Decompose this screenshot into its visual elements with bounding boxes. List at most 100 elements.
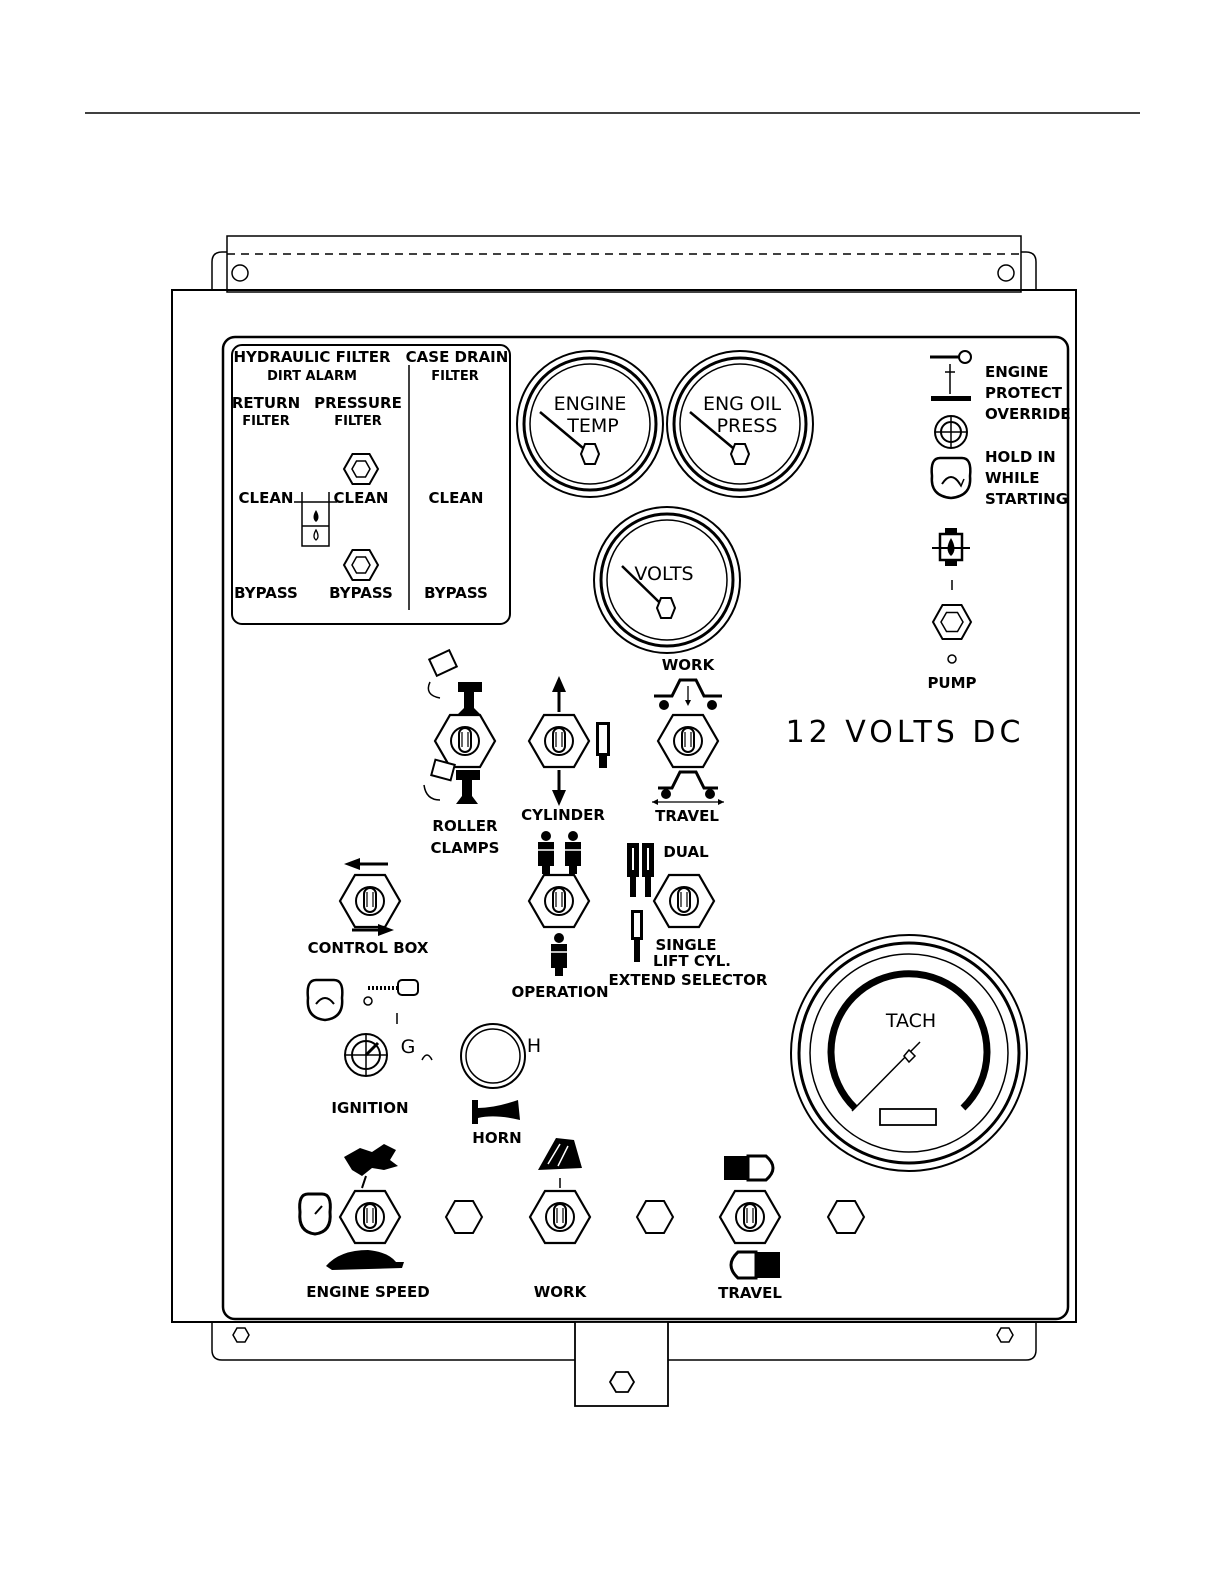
pressure-label: PRESSURE (314, 394, 402, 412)
ignition-switch[interactable] (344, 1033, 388, 1077)
override-button[interactable] (934, 415, 968, 449)
volts-gauge: VOLTS (593, 506, 741, 654)
operation-toggle[interactable] (527, 873, 591, 929)
oil-pressure-gauge: ENG OIL PRESS (666, 350, 814, 498)
clean-label-case: CLEAN (429, 489, 484, 507)
horn-group: H HORN (460, 1023, 541, 1147)
roller-clamp-open-icon (427, 648, 482, 714)
filter-title-right: CASE DRAIN (406, 348, 509, 366)
dual-cylinder-icon (537, 830, 555, 875)
lift-cyl-toggle[interactable] (652, 873, 716, 929)
work-travel-toggle[interactable] (656, 713, 720, 769)
work-light-icon (538, 1138, 582, 1170)
roller-label-1: ROLLER (432, 817, 498, 835)
pressure-bypass-indicator-icon (343, 549, 379, 581)
roller-clamps-group: ROLLER CLAMPS (423, 648, 499, 857)
work-top-label: WORK (662, 656, 716, 674)
control-box-group: CONTROL BOX (308, 858, 429, 957)
horn-h-label: H (527, 1035, 541, 1057)
arrow-right-icon (352, 924, 394, 936)
travel-top-label: TRAVEL (655, 807, 719, 825)
dual-label: DUAL (663, 843, 709, 861)
ign-g-label: G (401, 1036, 416, 1058)
travel-toggle[interactable] (718, 1189, 782, 1245)
cylinder-group: CYLINDER (521, 676, 610, 824)
protect-label-2: PROTECT (985, 384, 1063, 402)
engine-speed-group: ENGINE SPEED (298, 1144, 430, 1301)
engine-temp-gauge: ENGINE TEMP (516, 350, 664, 498)
work-toggle[interactable] (528, 1189, 592, 1245)
oil-pressure-label-1: ENG OIL (703, 393, 782, 415)
engine-speed-toggle[interactable] (338, 1189, 402, 1245)
gauge-dial-icon (298, 1192, 332, 1236)
pressure-sub: FILTER (334, 414, 382, 429)
blank-plug-3 (827, 1200, 865, 1234)
filter-subtitle-left: DIRT ALARM (267, 369, 357, 384)
machine-travel-icon (652, 770, 724, 805)
roller-clamp-closed-icon (423, 758, 480, 804)
pressure-clean-indicator-icon (343, 453, 379, 485)
dual-cylinder-icon-2 (564, 830, 582, 875)
ignition-group: G IGNITION (306, 978, 433, 1117)
pump-icon (932, 528, 970, 566)
engine-temp-label-1: ENGINE (554, 393, 627, 415)
hold-label-1: HOLD IN (985, 448, 1056, 466)
operation-group: OPERATION (511, 830, 609, 1001)
single-label: SINGLE (655, 936, 716, 954)
hydraulic-filter-box: HYDRAULIC FILTER DIRT ALARM CASE DRAIN F… (231, 344, 511, 625)
headlight-reverse-icon (729, 1250, 780, 1280)
dual-lift-icon (627, 843, 654, 897)
horn-icon (472, 1100, 520, 1124)
headlight-forward-icon (724, 1154, 775, 1182)
work-bottom-group: WORK (528, 1138, 592, 1301)
hold-label-3: STARTING (985, 490, 1068, 508)
protect-label-1: ENGINE (985, 363, 1049, 381)
key-icon (930, 350, 972, 401)
engine-protect-override-group: ENGINE PROTECT OVERRIDE HOLD IN WHILE ST… (930, 350, 1071, 508)
operation-label: OPERATION (511, 983, 608, 1001)
control-panel-faceplate (221, 335, 1070, 1321)
filter-element-icon (294, 492, 337, 547)
lift-cyl-group: DUAL SINGLE LIFT CYL. EXTEND SELECTOR (609, 843, 768, 989)
cylinder-label: CYLINDER (521, 806, 605, 824)
engine-speed-label: ENGINE SPEED (306, 1283, 429, 1301)
horn-button[interactable] (460, 1023, 526, 1089)
pump-label: PUMP (927, 674, 976, 692)
arrow-left-icon (344, 858, 388, 870)
roller-clamps-toggle[interactable] (433, 713, 497, 769)
voltage-label: 12 VOLTS DC (786, 715, 1025, 750)
pump-switch[interactable] (931, 604, 973, 640)
pump-group: PUMP (927, 528, 977, 692)
tach-gauge: TACH (790, 934, 1028, 1172)
cylinder-icon (596, 722, 610, 768)
single-lift-icon (631, 910, 643, 962)
top-bracket (211, 235, 1037, 293)
turtle-icon (326, 1250, 404, 1270)
work-travel-group: WORK TRAVEL (652, 656, 724, 825)
start-icon (306, 978, 344, 1022)
bypass-label-return: BYPASS (234, 584, 298, 602)
clean-label-return: CLEAN (239, 489, 294, 507)
volts-label: VOLTS (634, 563, 693, 585)
tach-label: TACH (885, 1010, 936, 1032)
engine-temp-label-2: TEMP (566, 415, 618, 437)
return-label: RETURN (232, 394, 300, 412)
filter-title-left: HYDRAULIC FILTER (233, 348, 390, 366)
start-hold-icon (930, 456, 972, 500)
ignition-label: IGNITION (331, 1099, 408, 1117)
arrow-down-icon (552, 770, 566, 806)
ignition-key-icon (363, 979, 419, 1006)
work-bottom-label: WORK (534, 1283, 588, 1301)
hold-label-2: WHILE (985, 469, 1040, 487)
control-box-label: CONTROL BOX (308, 939, 429, 957)
travel-bottom-label: TRAVEL (718, 1284, 782, 1302)
control-box-toggle[interactable] (338, 873, 402, 929)
cylinder-toggle[interactable] (527, 713, 591, 769)
bottom-bracket (211, 1321, 1037, 1407)
oil-pressure-label-2: PRESS (717, 415, 778, 437)
protect-label-3: OVERRIDE (985, 405, 1071, 423)
blank-plug-2 (636, 1200, 674, 1234)
bypass-label-pressure: BYPASS (329, 584, 393, 602)
machine-work-icon (654, 678, 722, 710)
bypass-label-case: BYPASS (424, 584, 488, 602)
